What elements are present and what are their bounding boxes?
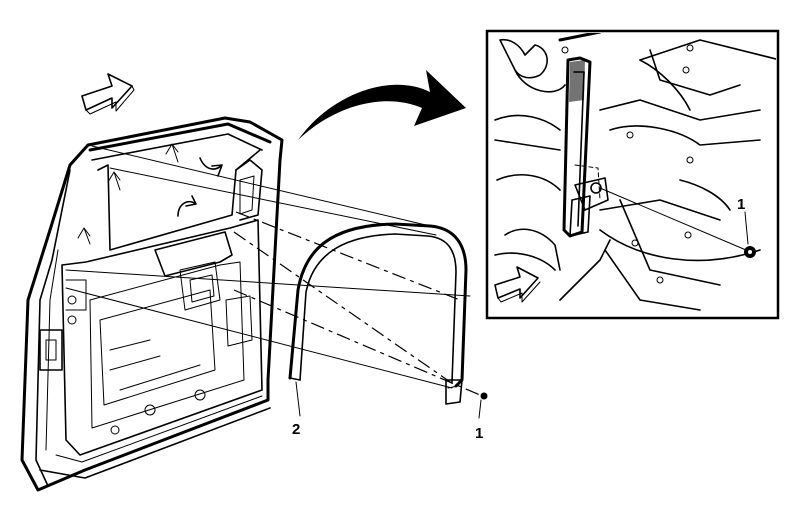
detail-inset: 1 — [485, 29, 780, 320]
door-frame — [20, 116, 284, 492]
callout-channel: 2 — [292, 421, 300, 438]
rotation-arrow — [298, 70, 466, 140]
direction-arrow-left — [81, 73, 135, 115]
leader-channel — [295, 381, 301, 417]
callout-fastener-main: 1 — [475, 425, 483, 442]
fastener-main — [478, 392, 488, 419]
alignment-lines — [65, 145, 481, 396]
fastener-detail — [744, 246, 756, 258]
callout-fastener-detail: 1 — [737, 196, 745, 213]
direction-arrow-inset — [494, 266, 541, 303]
window-channel — [288, 222, 468, 405]
